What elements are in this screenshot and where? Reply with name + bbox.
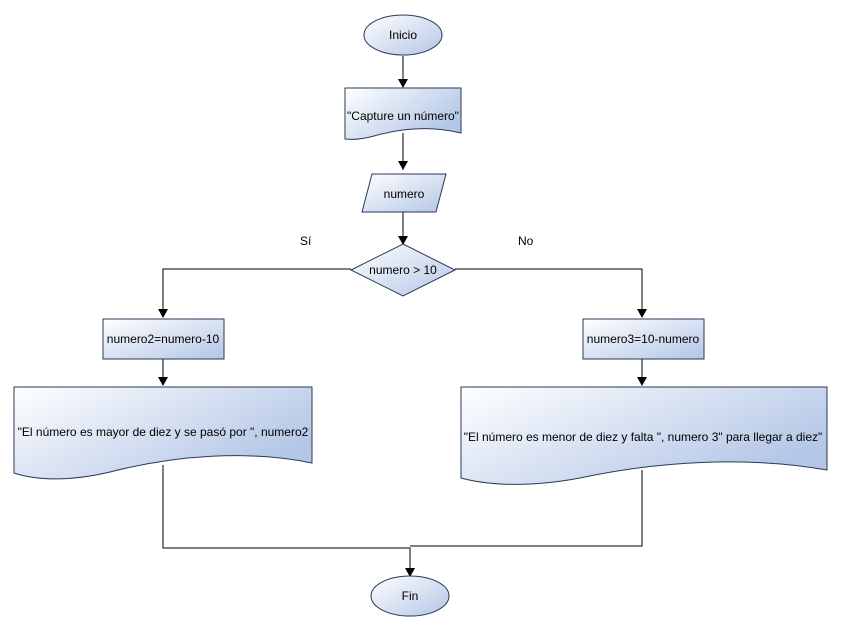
end-node: Fin (370, 575, 450, 617)
arrowhead (398, 161, 408, 170)
output-yes-node: "El número es mayor de diez y se pasó po… (13, 386, 313, 480)
prompt-node: "Capture un número" (344, 87, 462, 140)
decision-label: numero > 10 (369, 263, 437, 277)
arrowheads (158, 79, 647, 577)
arrowhead (405, 568, 415, 577)
input-label: numero (384, 187, 425, 201)
end-terminator-shape (370, 575, 450, 617)
calc-yes-node: numero2=numero-10 (102, 318, 225, 360)
connector-decision-yes (162, 268, 351, 312)
calc-no-process-shape (582, 318, 705, 360)
start-node: Inicio (363, 14, 443, 56)
arrowhead (158, 377, 168, 386)
calc-yes-label: numero2=numero-10 (107, 332, 220, 346)
connector-decision-no (455, 268, 643, 312)
branch-label-no: No (518, 234, 534, 248)
connectors (162, 56, 643, 570)
output-yes-document-shape (13, 386, 313, 480)
input-parallelogram-shape (361, 173, 447, 213)
arrowhead (398, 236, 408, 245)
input-node: numero (361, 173, 447, 213)
output-no-document-shape (460, 386, 828, 485)
arrowhead (158, 309, 168, 318)
prompt-document-shape (344, 87, 462, 140)
start-terminator-shape (363, 14, 443, 56)
arrowhead (637, 309, 647, 318)
calc-no-label: numero3=10-numero (587, 332, 700, 346)
arrowhead (398, 79, 408, 88)
decision-diamond-shape (349, 243, 457, 297)
end-label: Fin (402, 589, 419, 603)
prompt-label: "Capture un número" (347, 109, 459, 123)
calc-yes-process-shape (102, 318, 225, 360)
decision-node: numero > 10 (349, 243, 457, 297)
output-no-label: "El número es menor de diez y falta ", n… (464, 430, 823, 444)
output-no-node: "El número es menor de diez y falta ", n… (460, 386, 828, 485)
arrowhead (637, 377, 647, 386)
branch-label-yes: Sí (300, 234, 312, 248)
output-yes-label: "El número es mayor de diez y se pasó po… (18, 425, 309, 439)
connector-output-yes-end (162, 465, 411, 570)
connector-output-no-end (410, 470, 643, 547)
start-label: Inicio (389, 28, 417, 42)
calc-no-node: numero3=10-numero (582, 318, 705, 360)
